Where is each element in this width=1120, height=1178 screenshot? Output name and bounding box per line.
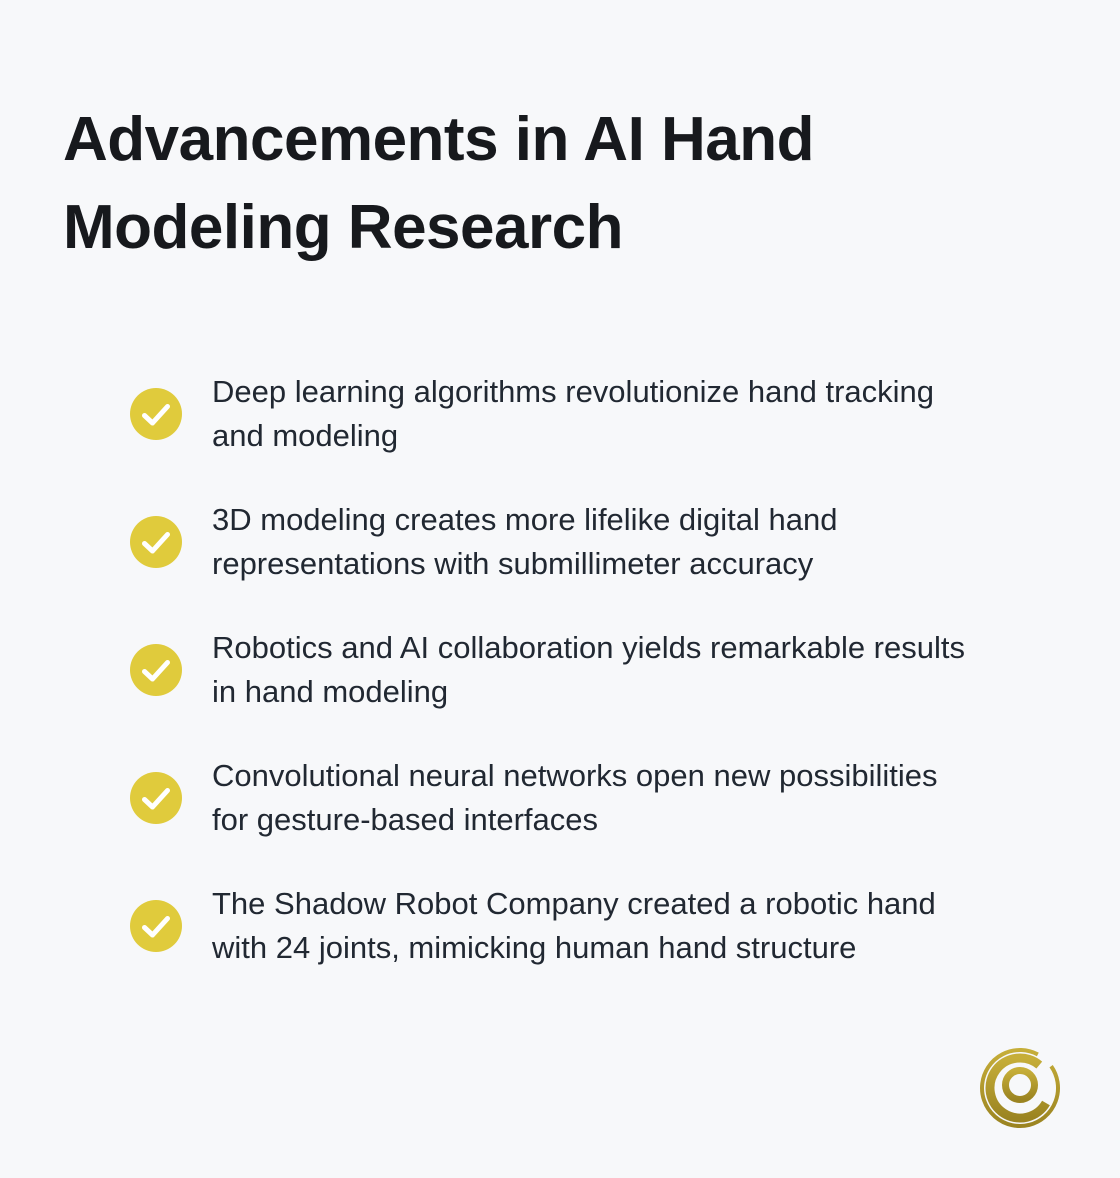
bullet-text: The Shadow Robot Company created a robot… xyxy=(212,886,936,965)
check-icon xyxy=(130,388,182,440)
check-icon xyxy=(130,644,182,696)
list-item: Convolutional neural networks open new p… xyxy=(130,754,1070,842)
list-item: 3D modeling creates more lifelike digita… xyxy=(130,498,1070,586)
bullet-text: Robotics and AI collaboration yields rem… xyxy=(212,630,965,709)
check-icon xyxy=(130,516,182,568)
check-icon xyxy=(130,772,182,824)
list-item: Deep learning algorithms revolutionize h… xyxy=(130,370,1070,458)
check-icon xyxy=(130,900,182,952)
bullet-list: Deep learning algorithms revolutionize h… xyxy=(130,370,1070,1010)
bullet-text: Convolutional neural networks open new p… xyxy=(212,758,938,837)
list-item: Robotics and AI collaboration yields rem… xyxy=(130,626,1070,714)
bullet-text: 3D modeling creates more lifelike digita… xyxy=(212,502,838,581)
page-title: Advancements in AI Hand Modeling Researc… xyxy=(63,105,815,262)
bullet-text: Deep learning algorithms revolutionize h… xyxy=(212,374,935,453)
cq-monogram-logo-icon xyxy=(978,1046,1062,1130)
list-item: The Shadow Robot Company created a robot… xyxy=(130,882,1070,970)
